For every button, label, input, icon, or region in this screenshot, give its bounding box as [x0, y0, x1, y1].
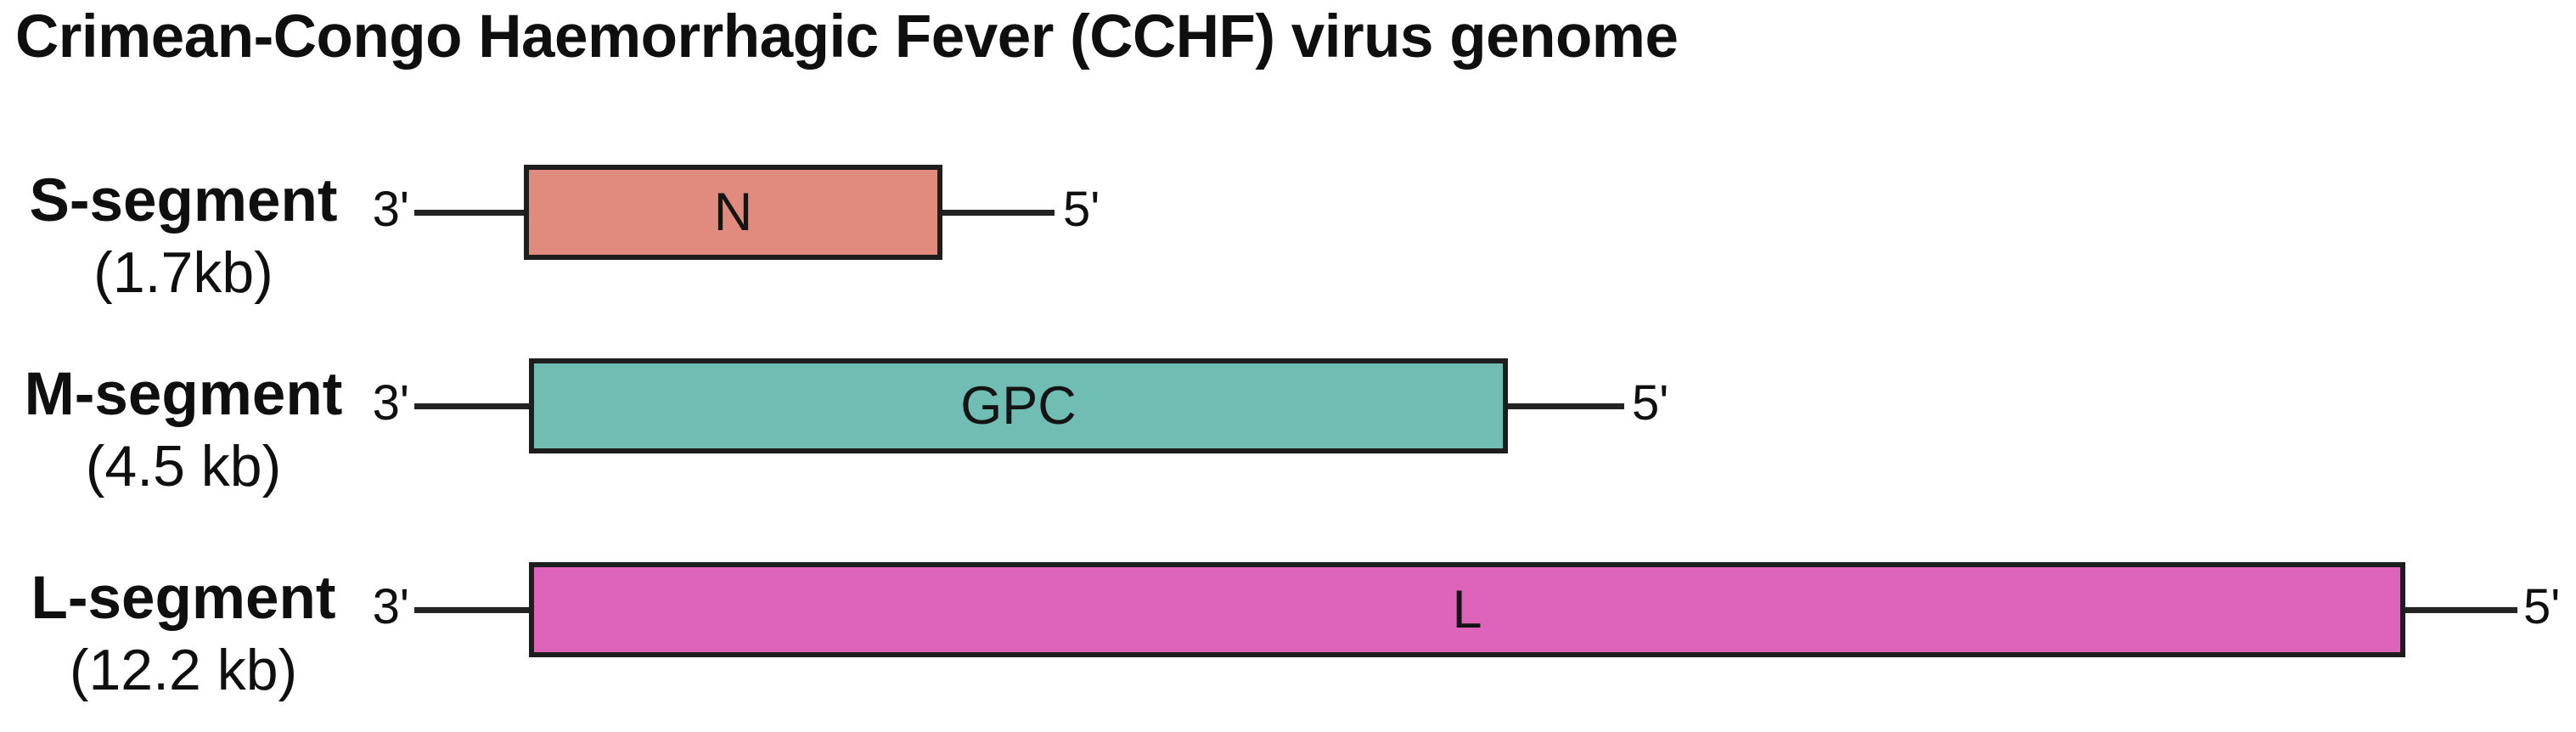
five-prime-label: 5'	[1063, 182, 1100, 237]
segment-size: (1.7kb)	[93, 240, 273, 305]
rna-line-right	[2405, 607, 2517, 613]
gene-box-l: L	[529, 562, 2405, 657]
rna-line-right	[942, 210, 1055, 216]
rna-line-right	[1508, 403, 1624, 409]
rna-line-left	[414, 607, 529, 613]
diagram-title: Crimean-Congo Haemorrhagic Fever (CCHF) …	[15, 3, 1679, 70]
three-prime-label: 3'	[372, 375, 409, 431]
gene-label: GPC	[960, 376, 1077, 436]
segment-size: (4.5 kb)	[85, 434, 282, 498]
gene-box-n: N	[524, 165, 942, 260]
five-prime-label: 5'	[1632, 375, 1669, 431]
rna-line-left	[414, 403, 529, 409]
segment-name: M-segment	[24, 361, 343, 428]
segment-label-block-s: S-segment (1.7kb)	[0, 166, 367, 308]
segment-label-block-m: M-segment (4.5 kb)	[0, 359, 367, 502]
rna-line-left	[414, 210, 524, 216]
gene-label: N	[713, 183, 753, 242]
gene-box-gpc: GPC	[529, 358, 1508, 453]
gene-label: L	[1452, 580, 1482, 639]
segment-size: (12.2 kb)	[69, 638, 298, 702]
three-prime-label: 3'	[372, 182, 409, 237]
segment-name: L-segment	[31, 565, 336, 632]
three-prime-label: 3'	[372, 579, 409, 634]
five-prime-label: 5'	[2523, 579, 2561, 634]
segment-name: S-segment	[29, 167, 338, 234]
segment-label-block-l: L-segment (12.2 kb)	[0, 563, 367, 706]
